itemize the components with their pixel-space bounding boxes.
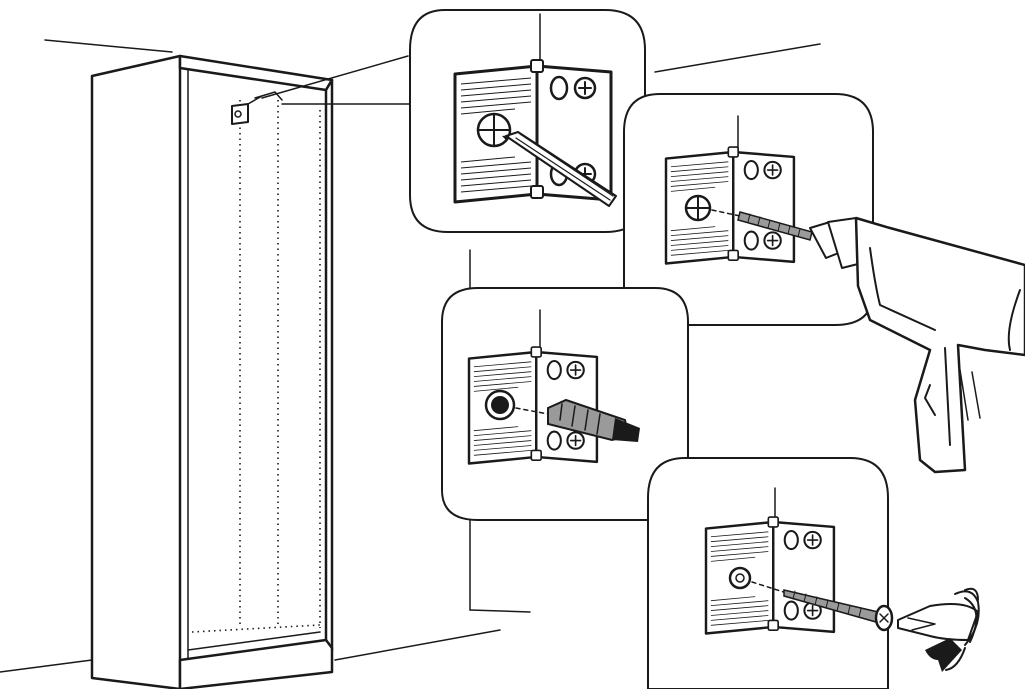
step-panel-screw (648, 458, 892, 689)
step-panel-mark (410, 10, 645, 232)
wardrobe-frame (92, 56, 332, 689)
screwdriver-icon (898, 598, 978, 642)
